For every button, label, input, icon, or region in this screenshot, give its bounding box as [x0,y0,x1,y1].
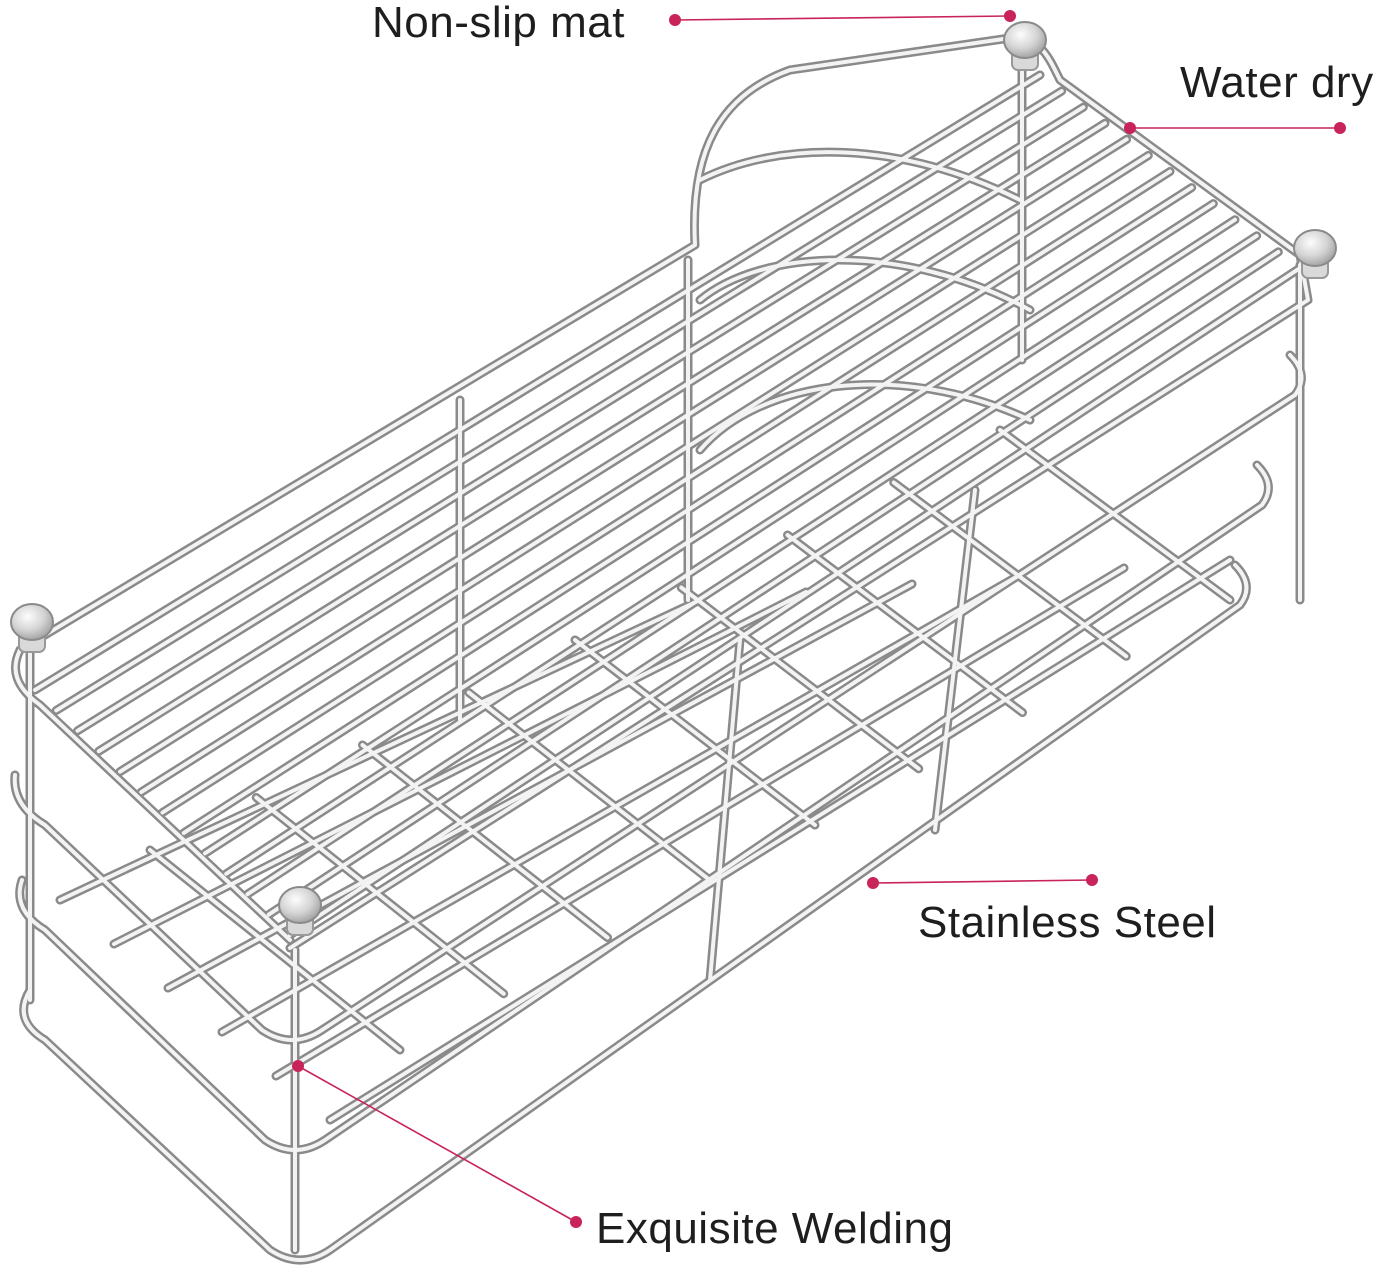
callout-non-slip-mat-line [674,15,1011,21]
back-arch-2-highlight [698,382,1032,452]
rubber-foot-icon [278,886,322,936]
label-exquisite-welding: Exquisite Welding [596,1204,954,1253]
callout-dot-icon [292,1060,304,1072]
top-slat-9-highlight [224,217,1237,876]
callout-dot-icon [1086,874,1098,886]
top-rim-left-highlight [13,648,292,942]
callout-dot-icon [1124,122,1136,134]
rubber-foot-icon [1003,21,1047,71]
floor-rail-1-highlight [112,590,808,946]
side-band-0-highlight [12,353,1304,1042]
floor-rail-0-highlight [58,598,702,902]
floor-rail-3-highlight [220,574,1020,1034]
back-arch-3-highlight [698,150,1022,202]
top-slat-4-highlight [118,137,1129,774]
top-slat-0-highlight [33,73,1042,692]
label-stainless-steel: Stainless Steel [918,898,1217,947]
floor-cross-7-highlight [891,480,1129,659]
rubber-foot-icon [10,603,54,653]
top-slat-12-highlight [288,266,1302,937]
callout-exquisite-welding-line [297,1065,577,1223]
floor-cross-4-highlight [573,638,817,827]
top-slat-3-highlight [96,121,1107,754]
floor-cross-1-highlight [254,795,506,996]
top-slat-6-highlight [160,169,1172,815]
floor-cross-3-highlight [466,690,714,884]
callout-dot-icon [1334,122,1346,134]
floor-cross-6-highlight [785,533,1025,715]
callout-dot-icon [867,877,879,889]
top-slat-2-highlight [75,105,1086,733]
rubber-foot-icon [1293,229,1337,279]
floor-cross-0-highlight [148,848,402,1052]
callout-dot-icon [570,1216,582,1228]
floor-rail-4-highlight [274,566,1126,1078]
floor-cross-2-highlight [360,743,610,940]
side-band-1-highlight [17,463,1271,1152]
top-slat-1-highlight [54,89,1064,713]
floor-cross-8-highlight [998,428,1232,602]
callout-dot-icon [1004,10,1016,22]
floor-rail-2-highlight [166,582,914,990]
floor-cross-5-highlight [679,585,921,771]
top-slat-8-highlight [203,201,1216,856]
label-water-dry: Water dry [1180,58,1374,107]
callout-stainless-steel-line [872,879,1093,884]
floor-rail-5-highlight [328,558,1232,1122]
callout-dot-icon [669,14,681,26]
post-inner-1-highlight [708,638,742,982]
side-band-2-highlight [21,563,1249,1262]
top-rim-back-highlight [18,35,1302,652]
label-non-slip-mat: Non-slip mat [372,0,625,47]
top-slat-5-highlight [139,153,1151,795]
back-arch-1-highlight [698,258,1032,312]
